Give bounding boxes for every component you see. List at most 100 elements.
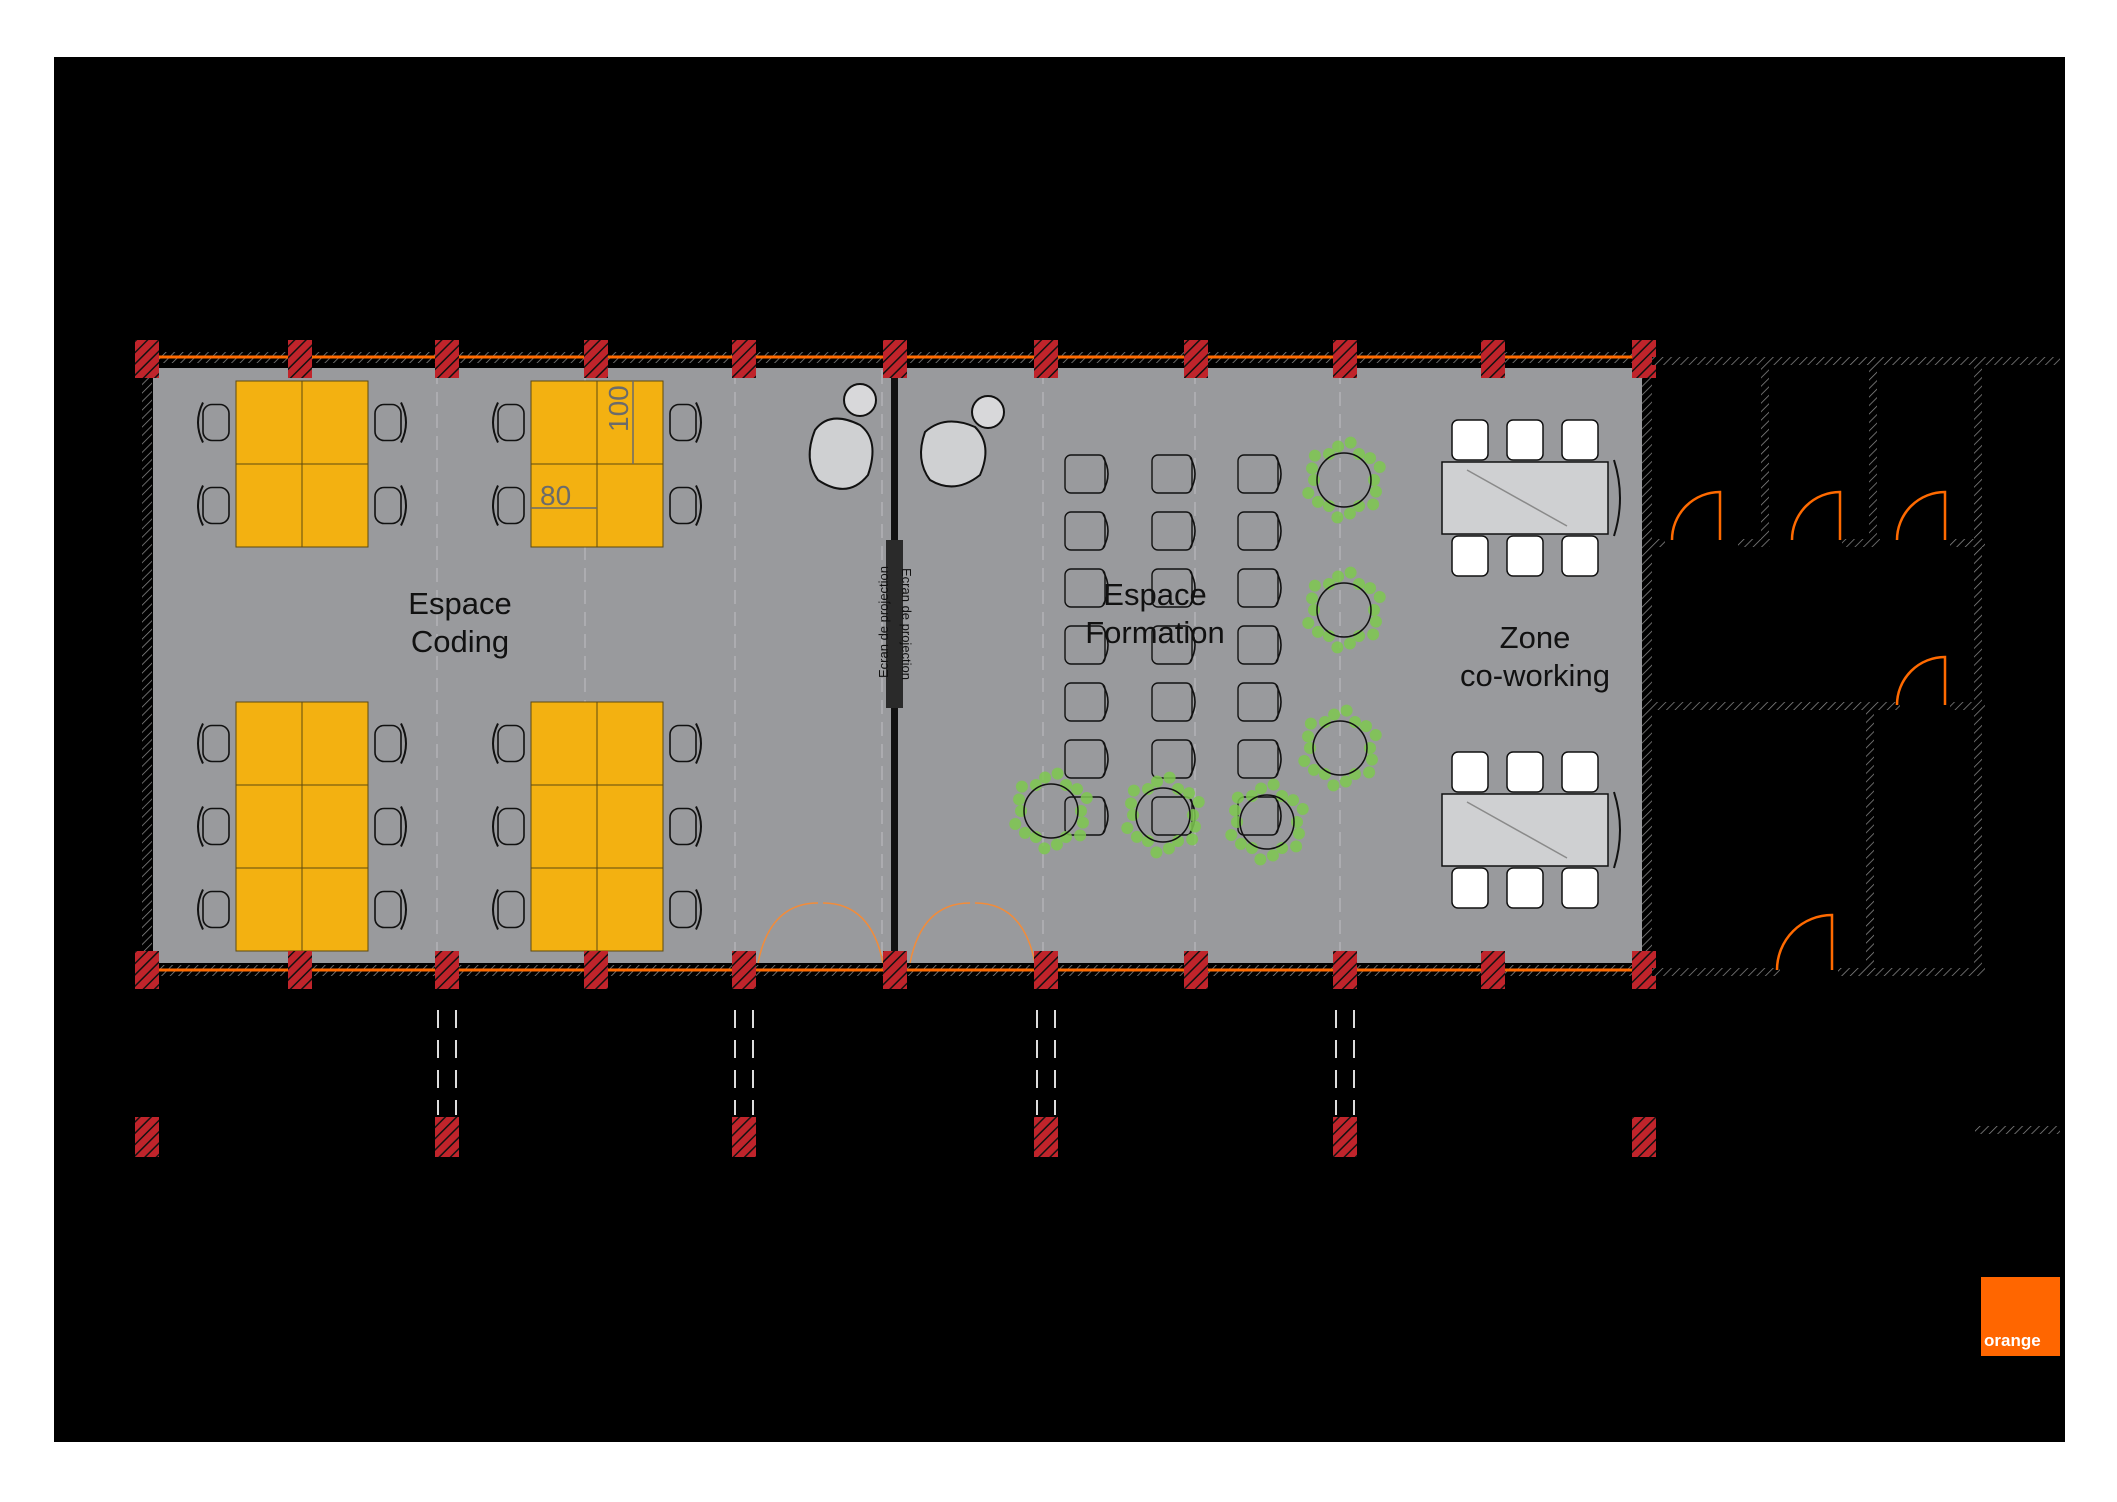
training-chair	[1151, 568, 1196, 608]
column-top	[288, 340, 312, 378]
office-chair	[374, 723, 407, 764]
coworking-end-chair	[1613, 459, 1621, 537]
chair-seat	[202, 890, 230, 929]
plant-leaf	[1254, 853, 1267, 866]
room-label-coding-line2: Coding	[410, 624, 510, 659]
plant-leaf	[1127, 809, 1139, 821]
plant-leaf	[1071, 783, 1084, 796]
office-chair	[669, 485, 702, 526]
plant-leaf	[1323, 578, 1335, 591]
plant-leaf	[1080, 792, 1093, 805]
room-label-formation-line1: Espace	[1103, 577, 1207, 612]
service-door	[1895, 655, 1947, 706]
coworking-chair-bottom	[1506, 867, 1544, 909]
training-chair-seat	[1151, 682, 1193, 722]
coworking-table	[1441, 751, 1621, 909]
plant-leaf	[1039, 771, 1052, 784]
plant-leaf	[1364, 742, 1376, 754]
training-chair-seat	[1064, 682, 1106, 722]
plant-leaf	[1060, 779, 1072, 792]
desk	[596, 784, 664, 869]
plant-leaf	[1323, 448, 1335, 461]
coworking-chair-bottom	[1561, 535, 1599, 577]
plant-leaf	[1266, 849, 1279, 862]
training-chair-seat	[1151, 454, 1193, 494]
plant-leaf	[1353, 499, 1365, 512]
plant-leaf	[1121, 821, 1134, 834]
plant-leaf	[1030, 779, 1042, 792]
chair-back	[695, 402, 702, 443]
plant-leaf	[1162, 842, 1175, 855]
desk-width-dimension: 80	[540, 480, 572, 511]
training-chair	[1237, 511, 1282, 551]
left-wall	[142, 360, 152, 965]
chair-seat	[669, 890, 697, 929]
training-chair-seat	[1237, 739, 1279, 779]
plant-leaf	[1302, 730, 1315, 743]
plant-leaf	[1369, 485, 1382, 498]
service-wall	[1652, 702, 1900, 710]
training-chair-back	[1102, 456, 1109, 492]
desk	[235, 380, 303, 465]
training-chair-back	[1189, 627, 1196, 663]
door-swing	[909, 902, 971, 964]
plant-leaf	[1308, 449, 1321, 462]
plant-leaf	[1127, 784, 1140, 797]
coworking-chair-top	[1561, 751, 1599, 793]
plant-leaf	[1302, 616, 1315, 629]
plant	[1302, 436, 1386, 524]
plant	[1121, 771, 1205, 859]
coworking-tabletop	[1441, 461, 1609, 535]
screen-label-right: Ecran de projection	[899, 568, 914, 681]
training-chair-seat	[1151, 511, 1193, 551]
office-chair	[197, 723, 230, 764]
chair-back	[492, 889, 499, 930]
training-chair	[1064, 625, 1109, 665]
chair-seat	[374, 807, 402, 846]
plant-leaf	[1369, 615, 1382, 628]
office-chair	[197, 889, 230, 930]
plant-leaf	[1327, 779, 1340, 792]
desk	[301, 463, 369, 548]
training-chair-seat	[1237, 454, 1279, 494]
plant-leaf	[1343, 507, 1356, 520]
office-chair	[669, 723, 702, 764]
desk	[235, 784, 303, 869]
right-wall	[1642, 360, 1652, 965]
plant-leaf	[1229, 804, 1242, 817]
desk	[596, 701, 664, 786]
plant-leaf	[1331, 511, 1344, 524]
door-swing	[757, 902, 819, 964]
training-chair	[1151, 511, 1196, 551]
training-chair-seat	[1151, 625, 1193, 665]
training-chair-seat	[1064, 568, 1106, 608]
plant-leaf	[1015, 805, 1027, 817]
lounge-stool	[920, 420, 987, 488]
training-chair	[1237, 625, 1282, 665]
plant-leaf	[1187, 809, 1199, 821]
service-wall	[1950, 702, 1985, 710]
office-chair	[197, 402, 230, 443]
plant-leaf	[1076, 816, 1089, 829]
plant-leaf	[1368, 474, 1380, 486]
office-chair	[374, 485, 407, 526]
desk	[301, 867, 369, 952]
plant-leaf	[1328, 708, 1341, 721]
chair-back	[400, 485, 407, 526]
desk-depth-dimension: 100	[603, 385, 634, 432]
plant-leaf	[1344, 566, 1357, 579]
plant-leaf	[1353, 448, 1365, 461]
training-chair-back	[1189, 684, 1196, 720]
plant-pot	[1023, 783, 1079, 839]
plant-leaf	[1319, 716, 1331, 729]
plant-pot	[1239, 794, 1295, 850]
service-door	[1775, 913, 1834, 971]
room-label-coworking: Zone co-working	[1440, 619, 1630, 695]
desk	[235, 463, 303, 548]
room-label-coding-line1: Espace	[408, 586, 512, 621]
training-chair-seat	[1064, 454, 1106, 494]
training-chair-back	[1102, 513, 1109, 549]
training-chair-seat	[1064, 625, 1106, 665]
